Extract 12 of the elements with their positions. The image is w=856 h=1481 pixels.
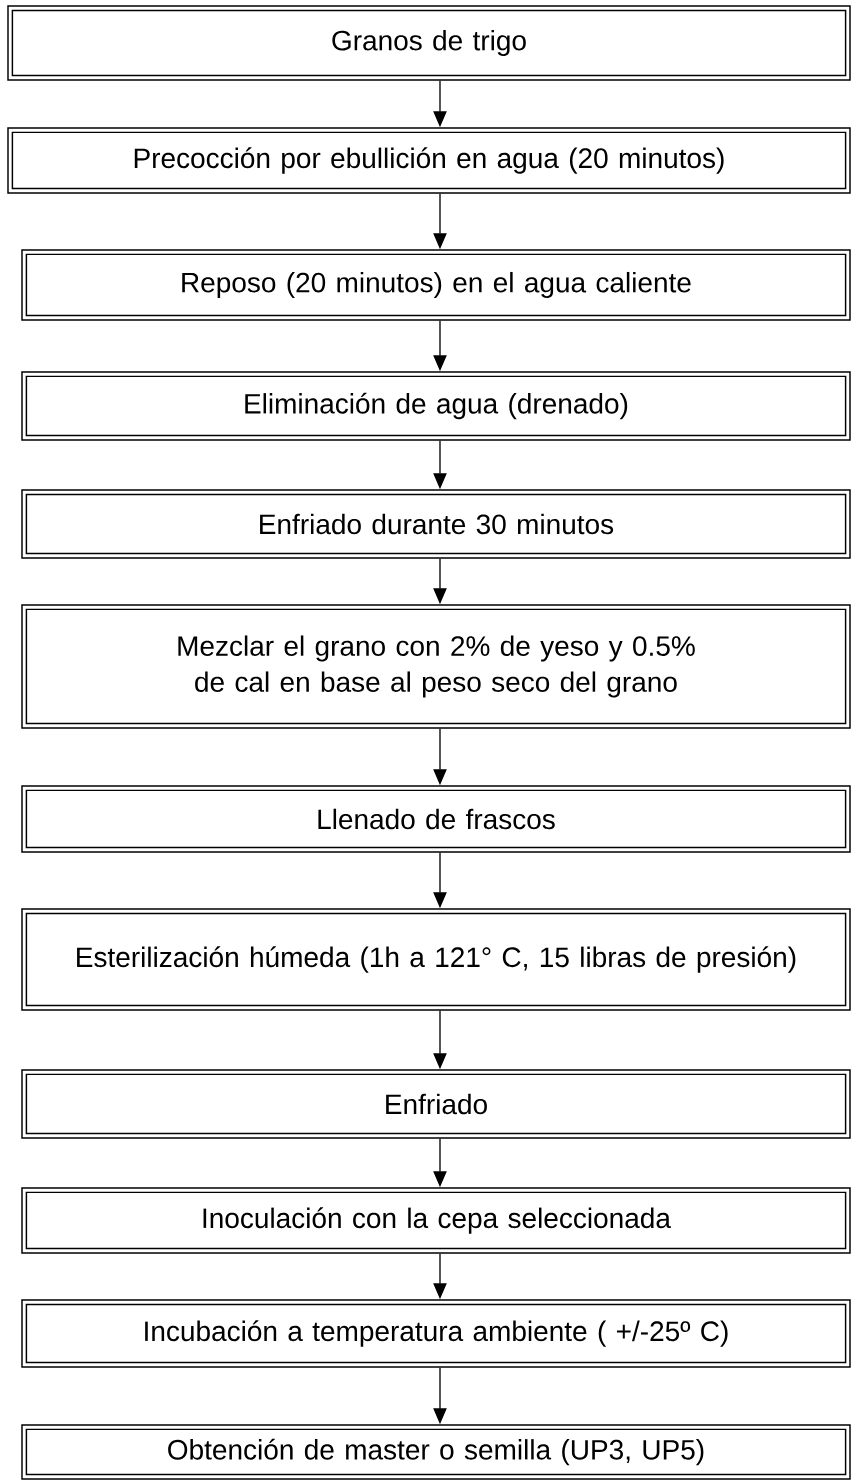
process-box: Esterilización húmeda (1h a 121° C, 15 libras de presión) [21,908,851,1011]
process-box: Mezclar el grano con 2% de yeso y 0.5% de cal en base al peso seco del grano [21,604,851,729]
process-box: Llenado de frascos [21,785,851,853]
process-box: Reposo (20 minutos) en el agua caliente [21,249,851,321]
process-box: Enfriado [21,1069,851,1139]
process-box: Incubación a temperatura ambiente ( +/-25º C) [21,1299,851,1368]
process-box: Granos de trigo [7,5,851,81]
process-box: Enfriado durante 30 minutos [21,489,851,559]
process-box: Precocción por ebullición en agua (20 minutos) [7,127,851,194]
process-box: Inoculación con la cepa seleccionada [21,1187,851,1254]
process-box: Eliminación de agua (drenado) [21,371,851,441]
process-box: Obtención de master o semilla (UP3, UP5) [21,1424,851,1480]
